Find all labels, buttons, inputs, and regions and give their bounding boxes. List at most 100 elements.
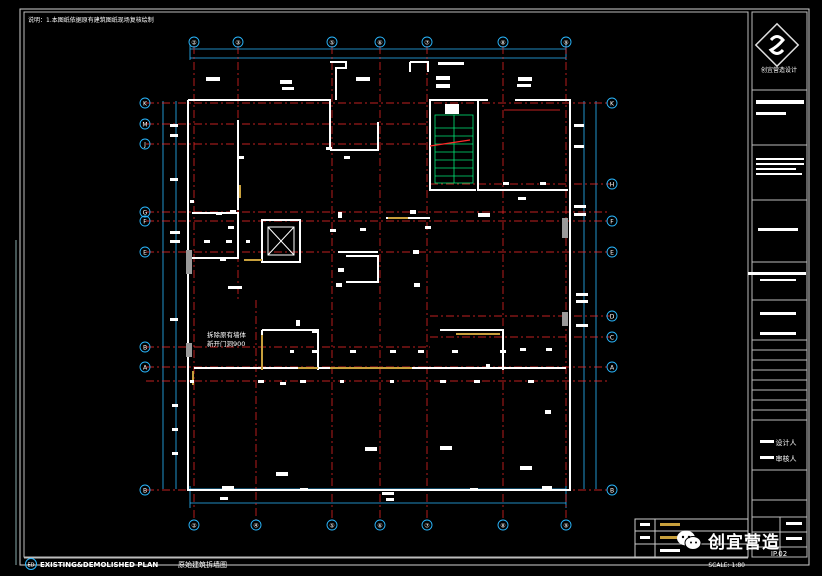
dim-text-mark — [296, 320, 300, 326]
dim-text-mark — [413, 250, 419, 254]
axis-bubble-top: ⑧ — [497, 36, 509, 48]
dim-text-mark — [276, 472, 288, 476]
dim-text-mark — [474, 380, 480, 383]
svg-text:②: ② — [191, 39, 197, 46]
svg-text:B: B — [143, 487, 147, 494]
watermark: 创宜营造 — [676, 524, 796, 556]
dim-text-mark — [436, 84, 450, 88]
dim-text-mark — [518, 77, 532, 81]
watermark-text: 创宜营造 — [708, 532, 780, 553]
dim-text-mark — [190, 200, 194, 203]
title-badge: ED — [27, 563, 34, 569]
dim-text-mark — [445, 104, 459, 114]
svg-text:K: K — [610, 100, 615, 107]
legend-box — [634, 518, 749, 558]
svg-text:⑧: ⑧ — [500, 522, 505, 529]
dim-text-mark — [170, 231, 180, 234]
dim-text-mark — [542, 486, 552, 489]
axis-bubble-right: H — [606, 178, 618, 190]
stair-arrow — [429, 139, 471, 147]
svg-text:⑥: ⑥ — [377, 522, 382, 529]
svg-text:⑤: ⑤ — [329, 39, 334, 46]
dim-text-mark — [414, 283, 420, 287]
svg-text:A: A — [610, 364, 615, 371]
dim-text-mark — [576, 324, 588, 327]
axis-bubble-right: A — [606, 361, 618, 373]
svg-text:J: J — [143, 141, 146, 148]
dim-text-mark — [216, 212, 222, 215]
dim-text-mark — [576, 293, 588, 296]
dim-text-mark — [518, 197, 526, 200]
dim-text-mark — [418, 350, 424, 353]
stairs — [434, 114, 474, 184]
axis-bubble-bottom: ② — [188, 519, 200, 531]
dim-text-mark — [382, 492, 394, 495]
dim-text-mark — [574, 205, 586, 208]
axis-bubble-bottom: ④ — [250, 519, 262, 531]
drawing-frame — [23, 11, 749, 558]
dim-text-mark — [540, 182, 546, 185]
sheet-title-bar: ED EXISTING&DEMOLISHED PLAN 原始建筑拆墙图 SCAL… — [24, 557, 748, 570]
axis-bubble-right: D — [606, 310, 618, 322]
svg-text:K: K — [143, 100, 148, 107]
dim-text-mark — [246, 240, 250, 243]
dim-text-mark — [438, 62, 464, 65]
dim-text-mark — [574, 213, 586, 216]
dim-text-mark — [226, 240, 232, 243]
dim-text-mark — [330, 229, 336, 232]
axis-bubble-bottom: ⑧ — [497, 519, 509, 531]
dim-text-mark — [500, 350, 506, 353]
dim-text-mark — [478, 213, 490, 217]
sheet-scale: SCALE: 1:80 — [708, 562, 745, 569]
axis-bubble-left: E — [139, 246, 151, 258]
axis-bubble-top: ⑥ — [374, 36, 386, 48]
dim-text-mark — [228, 286, 242, 289]
axis-bubble-top: ② — [188, 36, 200, 48]
axis-bubble-left: G — [139, 206, 151, 218]
dim-text-mark — [312, 330, 318, 333]
elevator-shaft — [267, 226, 295, 256]
dim-text-mark — [520, 466, 532, 470]
axis-bubble-top: ⑤ — [326, 36, 338, 48]
dim-text-mark — [300, 488, 308, 491]
axis-bubble-top: ⑦ — [421, 36, 433, 48]
axis-bubble-bottom: ⑥ — [374, 519, 386, 531]
dim-text-mark — [436, 76, 450, 80]
axis-bubble-left: B — [139, 484, 151, 496]
dim-text-mark — [520, 348, 526, 351]
dim-text-mark — [258, 380, 264, 383]
axis-bubble-bottom: ⑦ — [421, 519, 433, 531]
axis-bubble-top: ③ — [232, 36, 244, 48]
axis-bubble-right: F — [606, 215, 618, 227]
doors — [192, 185, 500, 385]
company-name: 创宜营造设计 — [761, 66, 797, 74]
top-axis-bubbles: ② ③ ⑤ ⑥ ⑦ ⑧ ⑨ — [188, 36, 572, 48]
axis-bubble-left: F — [139, 215, 151, 227]
svg-text:G: G — [143, 209, 148, 216]
dim-text-mark — [452, 350, 458, 353]
svg-text:C: C — [610, 334, 614, 341]
dim-text-mark — [344, 156, 350, 159]
dim-text-mark — [338, 212, 342, 218]
dim-text-mark — [440, 380, 446, 383]
dim-text-mark — [390, 350, 396, 353]
svg-text:E: E — [143, 249, 147, 256]
axis-bubble-top: ⑨ — [560, 36, 572, 48]
dim-text-mark — [228, 226, 234, 229]
svg-text:F: F — [143, 218, 147, 225]
svg-text:B: B — [610, 487, 614, 494]
title-block — [748, 11, 808, 558]
dim-text-mark — [300, 380, 306, 383]
dim-text-mark — [290, 350, 294, 353]
dim-text-mark — [312, 350, 318, 353]
axis-bubble-left: K — [139, 97, 151, 109]
dim-text-mark — [326, 147, 332, 150]
axis-bubble-right: K — [606, 97, 618, 109]
dim-text-mark — [206, 77, 220, 81]
dim-text-mark — [238, 156, 244, 159]
svg-text:M: M — [142, 121, 147, 128]
